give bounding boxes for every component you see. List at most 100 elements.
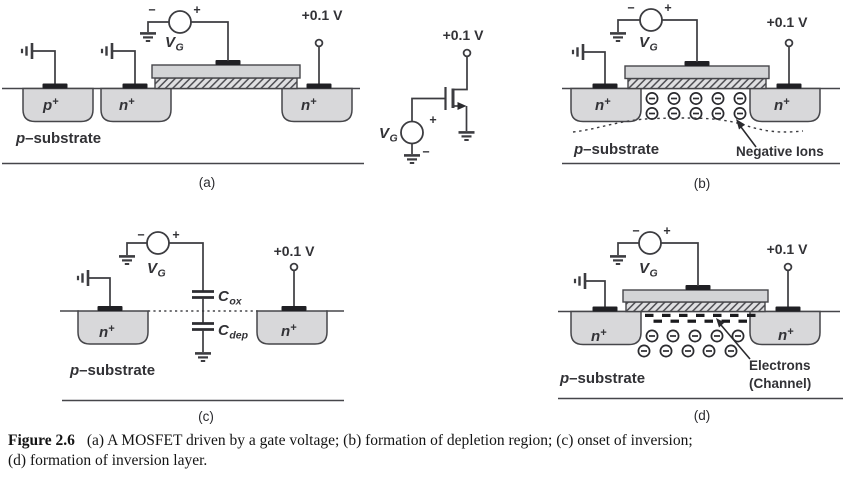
wire [169,242,204,291]
electron-channel-dashes [645,313,756,323]
wire [191,21,229,61]
panel-tag-b: (b) [694,176,711,191]
wire [661,242,699,286]
vg-label: VG [639,260,658,280]
panel-c-onset-of-inversion: − + VG +0.1 V Cox Cdep n+ n+ p–substrate… [60,228,344,424]
wire [617,242,639,255]
drain-wire [453,56,468,91]
ground-symbol [138,32,158,43]
p-substrate-label: p–substrate [69,362,155,379]
negative-ions-label: Negative Ions [736,144,824,159]
channel-label: (Channel) [749,376,811,391]
plus-sign: + [663,224,670,238]
electrons-label: Electrons [749,358,811,373]
panel-tag-a: (a) [199,175,216,190]
n-plus-label: n+ [774,96,790,114]
panel-a-mosfet-cross-section: − + VG +0.1 V p+ n+ n+ p–substrate (a) [2,3,364,190]
n-plus-source-well [100,87,172,123]
bias-label: +0.1 V [274,243,316,259]
bias-label: +0.1 V [767,241,809,257]
panel-tag-d: (d) [694,408,711,423]
contact-bar [306,83,332,89]
n-plus-label: n+ [119,96,135,114]
ground-symbol [457,131,476,142]
annotation-arrowhead [736,119,745,130]
ground-symbol-side [573,271,587,291]
contact-bar [281,306,307,311]
bias-label: +0.1 V [767,14,809,30]
n-plus-label: n+ [281,322,297,340]
source-arrowhead [457,102,467,110]
bias-terminal [289,262,299,272]
gate-electrode [624,65,770,80]
depletion-boundary-dashed [572,117,804,133]
gate-electrode [151,64,301,79]
vg-label: VG [165,34,184,54]
p-substrate-label: p–substrate [559,370,645,387]
negative-ion-cloud [637,329,745,358]
n-plus-label: n+ [595,96,611,114]
cdep-label: Cdep [218,322,249,342]
gate-oxide [154,77,298,90]
contact-bar [592,306,618,312]
cox-label: Cox [218,288,243,308]
plus-sign: + [664,1,671,15]
cox-capacitor [190,290,216,299]
n-plus-drain-well [281,87,353,123]
panel-tag-c: (c) [198,409,214,424]
caption-line-1: (a) A MOSFET driven by a gate voltage; (… [86,432,693,449]
p-substrate-label: p–substrate [15,130,101,147]
wire [585,280,606,307]
p-plus-label: p+ [42,96,59,114]
gate-oxide [625,301,766,313]
ground-symbol [193,352,213,363]
vg-source-circle [168,10,192,34]
vg-label: VG [379,125,398,145]
vg-label: VG [639,34,658,54]
wire [147,21,169,32]
figure-caption: Figure 2.6 (a) A MOSFET driven by a gate … [8,431,834,471]
vg-source-circle [638,231,662,255]
bias-terminal [314,38,324,48]
wire [126,242,147,255]
wire [583,51,606,84]
wire [32,50,56,84]
wire [88,277,111,306]
contact-bar [122,83,148,89]
ground-symbol [402,154,422,165]
panel-b-depletion-region: − + VG +0.1 V n+ n+ p–substrate Negative… [562,1,840,191]
plus-sign: + [193,3,200,17]
bias-label: +0.1 V [302,7,344,23]
wire [112,50,136,84]
annotation-arrow [720,324,751,360]
wire [617,19,640,32]
ground-symbol [117,255,137,266]
wire [662,19,698,62]
vg-source-circle [400,120,424,145]
contact-bar [97,306,123,311]
minus-sign: − [627,1,634,15]
bias-terminal [783,262,793,272]
bias-terminal [462,48,472,58]
mosfet-symbol-schematic: +0.1 V + − VG [379,27,485,165]
plus-sign: + [172,228,179,242]
contact-bar [776,83,802,89]
cdep-capacitor [190,322,216,331]
negative-ion-cloud [645,92,747,120]
contact-bar [592,83,618,89]
contact-bar [42,83,68,89]
caption-line-2: (d) formation of inversion layer. [8,452,208,469]
ground-symbol-side [76,268,90,288]
n-plus-label: n+ [591,327,607,345]
p-substrate-label: p–substrate [573,141,659,158]
bias-label: +0.1 V [443,27,485,43]
panel-d-inversion-layer: − + VG +0.1 V n+ n+ p–substrate Electron… [558,224,843,423]
figure-number: Figure 2.6 [8,432,75,449]
contact-bar [775,306,801,312]
vg-label: VG [147,260,166,280]
n-plus-label: n+ [99,323,115,341]
ground-symbol-side [100,41,114,61]
plus-sign: + [429,113,436,127]
